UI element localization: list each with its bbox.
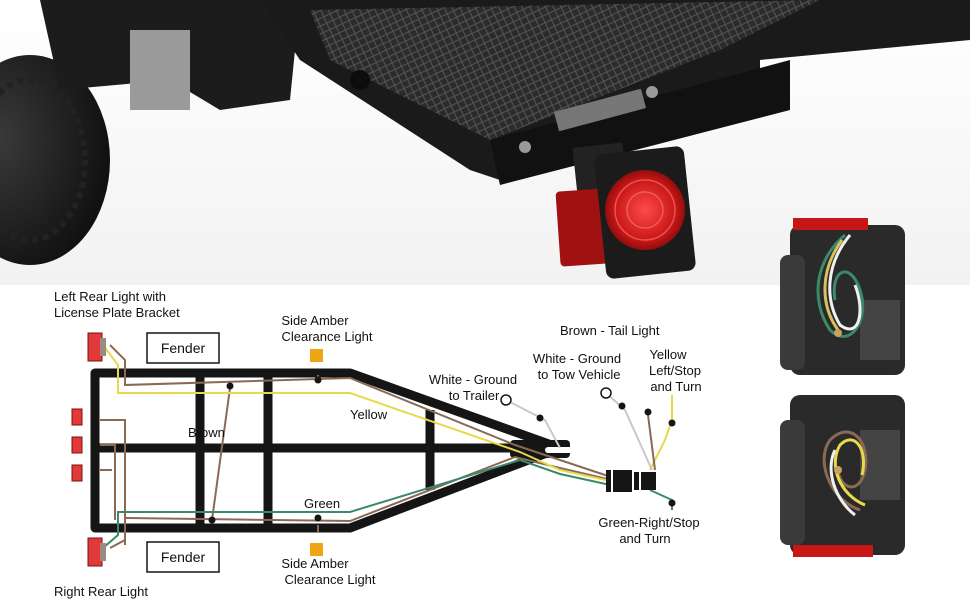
junction-dots: [208, 376, 676, 524]
hitch-coupler-icon: [510, 440, 575, 458]
label-white-ground-trailer-2: to Trailer: [449, 388, 500, 403]
amber-clearance-light-top-icon: [310, 349, 323, 362]
label-right-rear-light: Right Rear Light: [54, 584, 148, 599]
wire-bundle: [100, 344, 673, 549]
fender-bottom: Fender: [146, 541, 220, 573]
label-brown: Brown: [188, 425, 225, 440]
photo-trailer-light-icon: [555, 142, 696, 279]
fender-top-label: Fender: [161, 340, 206, 356]
fender-bottom-label: Fender: [161, 549, 206, 565]
four-pin-connector-icon: [606, 470, 656, 492]
ground-terminal-trailer-icon: [500, 394, 512, 406]
fender-top: Fender: [146, 332, 220, 364]
wire-brown-bottom: [109, 455, 621, 549]
cargo-carrier-mesh: [310, 0, 820, 140]
label-yellow-left-2: Left/Stop: [649, 363, 701, 378]
label-side-amber-top-2: Clearance Light: [281, 329, 372, 344]
label-side-amber-top-1: Side Amber: [281, 313, 349, 328]
wire-yellow-vehicle: [649, 395, 673, 471]
light-back-photo-top: [780, 218, 905, 375]
center-marker-lights-icon: [71, 408, 83, 482]
label-yellow-left-3: and Turn: [650, 379, 701, 394]
wire-coil-top-icon: [816, 233, 865, 338]
cargo-carrier-rail: [490, 60, 790, 185]
label-brown-tail-light: Brown - Tail Light: [560, 323, 660, 338]
trailer-rear-photo: [0, 0, 970, 285]
wire-green: [102, 458, 616, 549]
label-green-right-2: and Turn: [619, 531, 670, 546]
frame-outline: [90, 368, 565, 533]
label-left-rear-light-1: Left Rear Light with: [54, 289, 166, 304]
label-left-rear-light-2: License Plate Bracket: [54, 305, 180, 320]
wire-brown-plate: [100, 419, 126, 545]
wire-brown-cross: [211, 387, 231, 521]
label-side-amber-bottom-2: Clearance Light: [284, 572, 375, 587]
mount-bracket: [553, 88, 647, 132]
label-side-amber-bottom-1: Side Amber: [281, 556, 349, 571]
trailer-frame: [90, 368, 565, 533]
label-green: Green: [304, 496, 340, 511]
label-white-ground-vehicle-1: White - Ground: [533, 351, 621, 366]
label-yellow-left-1: Yellow: [649, 347, 687, 362]
wire-brown-plate-2: [100, 444, 116, 520]
wire-white-trailer: [505, 399, 561, 449]
right-rear-light-icon: [87, 537, 106, 567]
label-white-ground-vehicle-2: to Tow Vehicle: [538, 367, 621, 382]
wire-white-vehicle: [605, 392, 653, 471]
ground-terminal-vehicle-icon: [600, 387, 612, 399]
wire-green-vehicle: [649, 489, 673, 510]
label-white-ground-trailer-1: White - Ground: [429, 372, 517, 387]
wire-coil-bottom-icon: [822, 430, 868, 517]
hitch-receiver: [130, 30, 190, 110]
wire-brown-vehicle: [647, 414, 656, 471]
amber-clearance-light-bottom-icon: [310, 543, 323, 556]
label-yellow: Yellow: [350, 407, 388, 422]
left-rear-light-icon: [87, 332, 106, 362]
wire-brown-top: [109, 344, 621, 481]
light-back-photo-bottom: [780, 395, 905, 557]
wire-yellow: [102, 344, 616, 483]
tire-icon: [0, 55, 110, 265]
label-green-right-1: Green-Right/Stop: [598, 515, 699, 530]
wiring-diagram: Fender Fender Left Rear Light with Licen…: [54, 289, 702, 599]
